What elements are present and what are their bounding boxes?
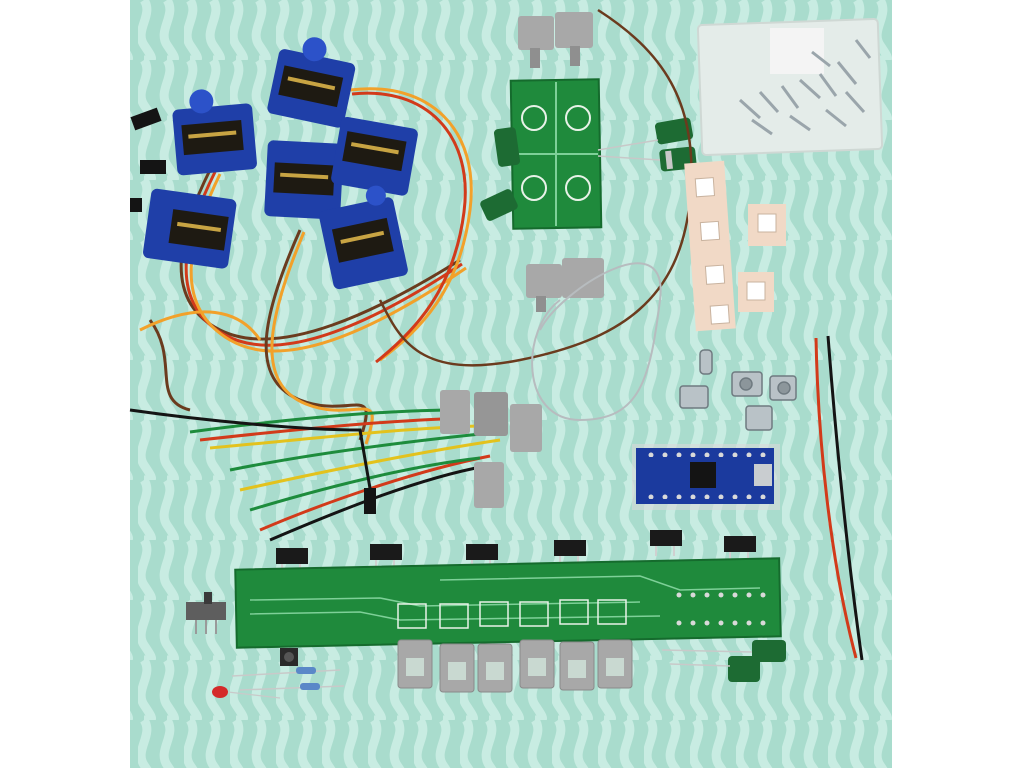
servo-3 <box>264 140 344 220</box>
servo-4 <box>331 116 418 196</box>
panel-jacks <box>679 349 797 431</box>
bare-wire-loop <box>531 262 662 422</box>
capacitors-bottom <box>661 640 786 682</box>
arduino-nano-board <box>632 444 780 510</box>
rj-jack-row <box>397 639 633 693</box>
led-modules-small <box>738 204 786 312</box>
main-pcb-board <box>234 557 782 649</box>
screw-bag <box>696 18 884 156</box>
wire-long-brown <box>378 8 693 367</box>
pcb-module-top <box>509 78 603 230</box>
red-led <box>212 686 281 699</box>
rj-connector-pair-top <box>518 12 593 68</box>
servo-5 <box>143 188 237 269</box>
connector-housings <box>364 390 542 514</box>
resistors <box>231 667 345 691</box>
wire-red <box>814 337 858 659</box>
wire-black <box>826 335 864 661</box>
servo-2 <box>267 37 356 128</box>
servo-motor-group <box>130 37 473 445</box>
push-button <box>280 648 298 666</box>
led-strip-long <box>684 160 736 332</box>
servo-6 <box>319 185 408 290</box>
servo-1 <box>172 89 257 176</box>
rj-connector-pair-middle <box>526 258 604 312</box>
slide-switch <box>186 592 226 634</box>
capacitors-top <box>480 117 697 221</box>
